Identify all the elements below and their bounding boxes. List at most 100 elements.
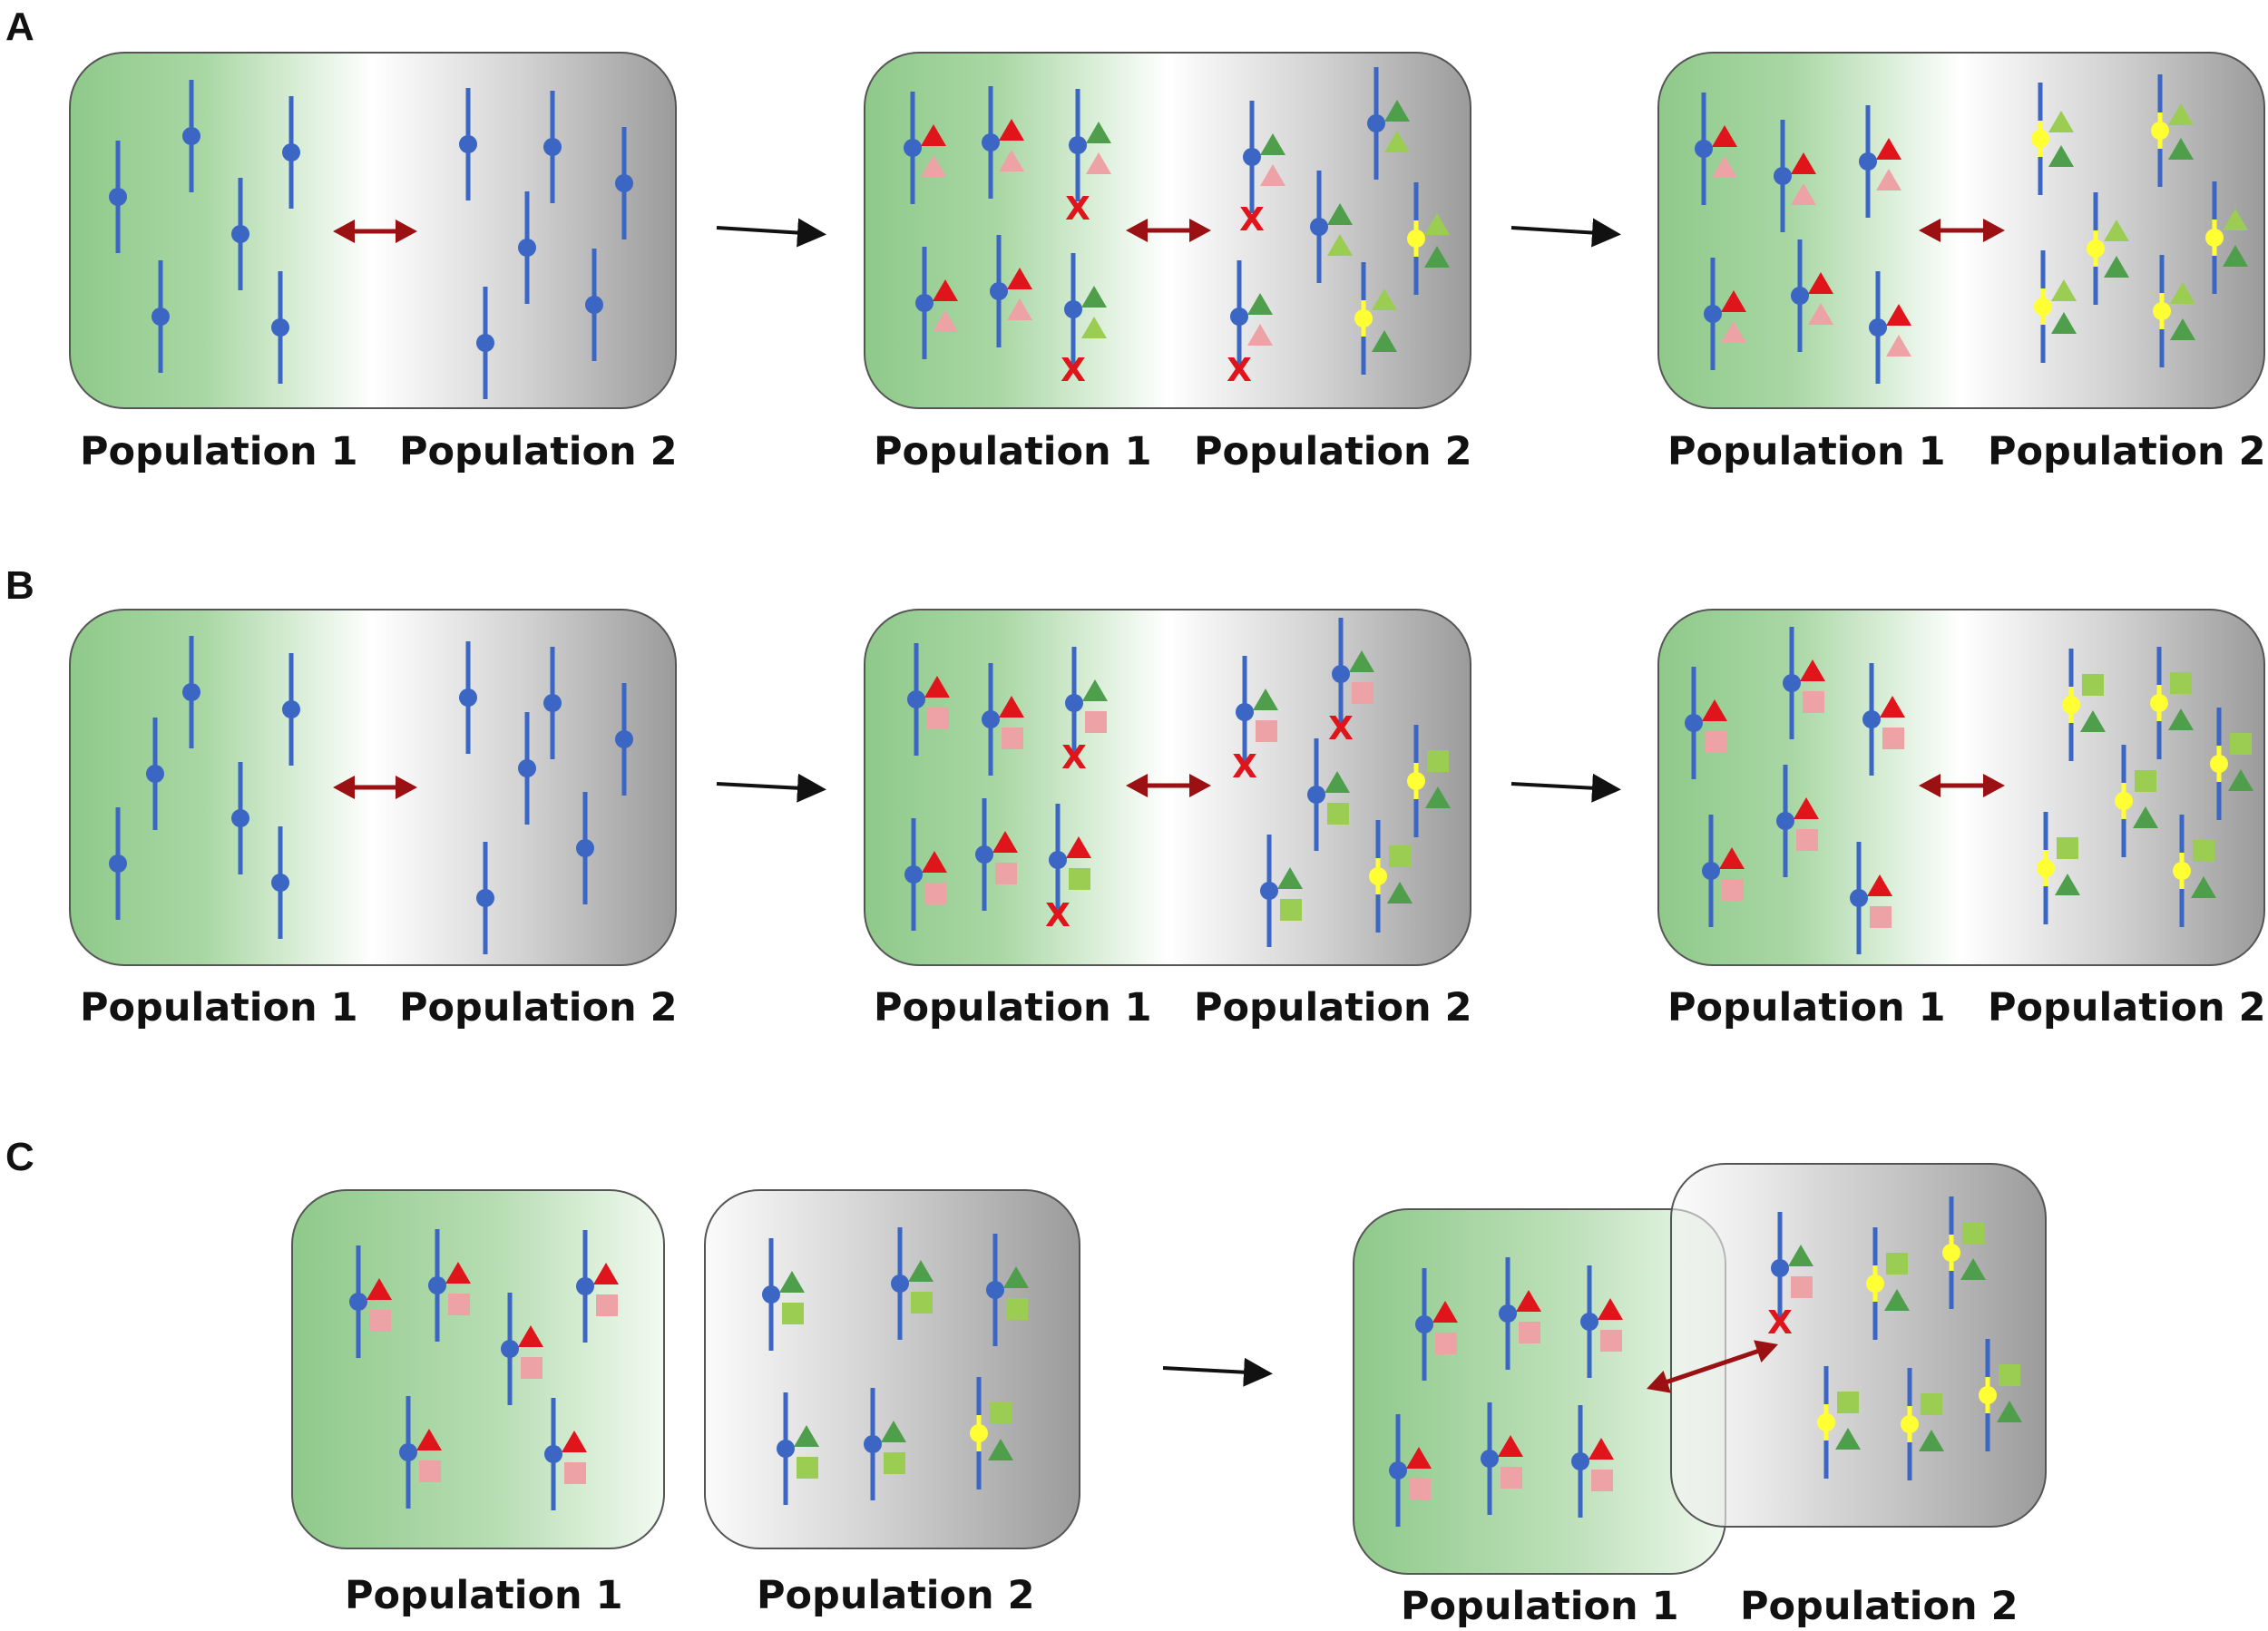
centromere-marker bbox=[1776, 812, 1794, 830]
centromere-marker bbox=[1771, 1259, 1789, 1277]
triangle-allele-icon bbox=[1997, 1401, 2022, 1422]
centromere-marker bbox=[1850, 889, 1868, 907]
centromere-marker bbox=[459, 135, 477, 153]
triangle-allele-icon bbox=[593, 1263, 619, 1284]
panel-c-population-1-box bbox=[291, 1189, 665, 1549]
triangle-allele-icon bbox=[1835, 1428, 1861, 1450]
triangle-allele-icon bbox=[445, 1262, 471, 1284]
centromere-marker bbox=[1243, 148, 1261, 166]
triangle-allele-icon bbox=[2048, 111, 2074, 132]
triangle-allele-icon bbox=[1327, 234, 1353, 256]
square-allele-icon bbox=[1501, 1467, 1522, 1489]
gene-flow-arrow-head bbox=[1754, 1340, 1778, 1362]
square-allele-icon bbox=[782, 1303, 804, 1324]
centromere-marker bbox=[146, 765, 164, 783]
triangle-allele-icon bbox=[1081, 286, 1107, 308]
square-allele-icon bbox=[990, 1402, 1012, 1424]
square-allele-icon bbox=[1600, 1330, 1622, 1352]
square-allele-icon bbox=[995, 863, 1017, 884]
gene-flow-arrow-icon bbox=[1662, 1347, 1763, 1386]
triangle-allele-icon bbox=[1702, 699, 1727, 721]
square-allele-icon bbox=[1886, 1253, 1908, 1275]
square-allele-icon bbox=[1280, 899, 1302, 921]
square-allele-icon bbox=[1352, 682, 1374, 704]
centromere-marker bbox=[349, 1293, 367, 1311]
population-label: Population 1 bbox=[1667, 429, 1946, 474]
triangle-allele-icon bbox=[1247, 293, 1273, 315]
triangle-allele-icon bbox=[2191, 876, 2216, 898]
triangle-allele-icon bbox=[1960, 1258, 1986, 1280]
triangle-allele-icon bbox=[2168, 708, 2194, 730]
triangle-allele-icon bbox=[1800, 659, 1825, 681]
square-allele-icon bbox=[1791, 1276, 1813, 1298]
centromere-marker bbox=[2151, 122, 2169, 140]
triangle-allele-icon bbox=[1384, 131, 1410, 152]
centromere-marker bbox=[904, 139, 922, 157]
triangle-allele-icon bbox=[1066, 836, 1091, 858]
centromere-marker bbox=[1065, 694, 1083, 712]
centromere-marker bbox=[1580, 1313, 1598, 1331]
square-allele-icon bbox=[2193, 840, 2214, 862]
centromere-marker bbox=[399, 1443, 417, 1461]
centromere-marker bbox=[1702, 862, 1720, 880]
centromere-marker bbox=[271, 874, 289, 892]
centromere-marker bbox=[271, 318, 289, 337]
triangle-allele-icon bbox=[1432, 1301, 1458, 1323]
centromere-marker bbox=[907, 690, 925, 708]
triangle-allele-icon bbox=[1712, 156, 1737, 178]
population-label: Population 2 bbox=[1740, 1584, 2019, 1629]
triangle-allele-icon bbox=[933, 279, 958, 301]
square-allele-icon bbox=[1803, 691, 1824, 713]
square-allele-icon bbox=[927, 708, 949, 729]
triangle-allele-icon bbox=[2223, 209, 2248, 230]
centromere-marker bbox=[1407, 772, 1425, 790]
centromere-marker bbox=[2173, 862, 2191, 880]
centromere-marker bbox=[1979, 1386, 1997, 1404]
time-arrow-icon bbox=[716, 218, 826, 248]
square-allele-icon bbox=[448, 1294, 470, 1315]
gene-flow-arrow-head bbox=[1126, 219, 1148, 242]
triangle-allele-icon bbox=[518, 1325, 543, 1347]
incompatibility-x-icon: X bbox=[1232, 748, 1257, 786]
centromere-marker bbox=[2062, 696, 2080, 714]
triangle-allele-icon bbox=[2104, 220, 2129, 241]
triangle-allele-icon bbox=[794, 1425, 819, 1447]
triangle-allele-icon bbox=[1794, 797, 1819, 819]
triangle-allele-icon bbox=[2168, 138, 2194, 160]
triangle-allele-icon bbox=[1086, 122, 1111, 143]
square-allele-icon bbox=[1409, 1479, 1431, 1500]
gene-flow-arrow-head bbox=[1647, 1371, 1671, 1393]
centromere-marker bbox=[1230, 308, 1248, 326]
centromere-marker bbox=[982, 710, 1000, 728]
centromere-marker bbox=[476, 889, 494, 907]
triangle-allele-icon bbox=[779, 1271, 805, 1293]
centromere-marker bbox=[1942, 1244, 1960, 1262]
triangle-allele-icon bbox=[2051, 312, 2077, 334]
centromere-marker bbox=[1481, 1450, 1499, 1468]
square-allele-icon bbox=[911, 1292, 933, 1314]
centromere-marker bbox=[476, 334, 494, 352]
triangle-allele-icon bbox=[1327, 203, 1353, 225]
population-label: Population 1 bbox=[874, 985, 1152, 1030]
incompatibility-x-icon: X bbox=[1065, 190, 1090, 228]
triangle-allele-icon bbox=[1425, 786, 1451, 808]
centromere-marker bbox=[990, 282, 1008, 300]
square-allele-icon bbox=[1796, 829, 1818, 851]
triangle-allele-icon bbox=[1788, 1245, 1813, 1266]
triangle-allele-icon bbox=[1253, 689, 1278, 710]
centromere-marker bbox=[1685, 714, 1703, 732]
centromere-marker bbox=[1695, 140, 1713, 158]
population-label: Population 1 bbox=[1401, 1584, 1679, 1629]
triangle-allele-icon bbox=[2080, 710, 2106, 732]
gene-flow-arrow-head bbox=[333, 220, 355, 243]
square-allele-icon bbox=[2082, 674, 2104, 696]
square-allele-icon bbox=[1002, 728, 1023, 749]
incompatibility-x-icon: X bbox=[1227, 352, 1252, 389]
centromere-marker bbox=[1862, 710, 1881, 728]
centromere-marker bbox=[2037, 859, 2055, 877]
triangle-allele-icon bbox=[921, 124, 946, 146]
triangle-allele-icon bbox=[922, 851, 947, 873]
centromere-marker bbox=[1354, 309, 1373, 327]
square-allele-icon bbox=[1870, 906, 1892, 928]
